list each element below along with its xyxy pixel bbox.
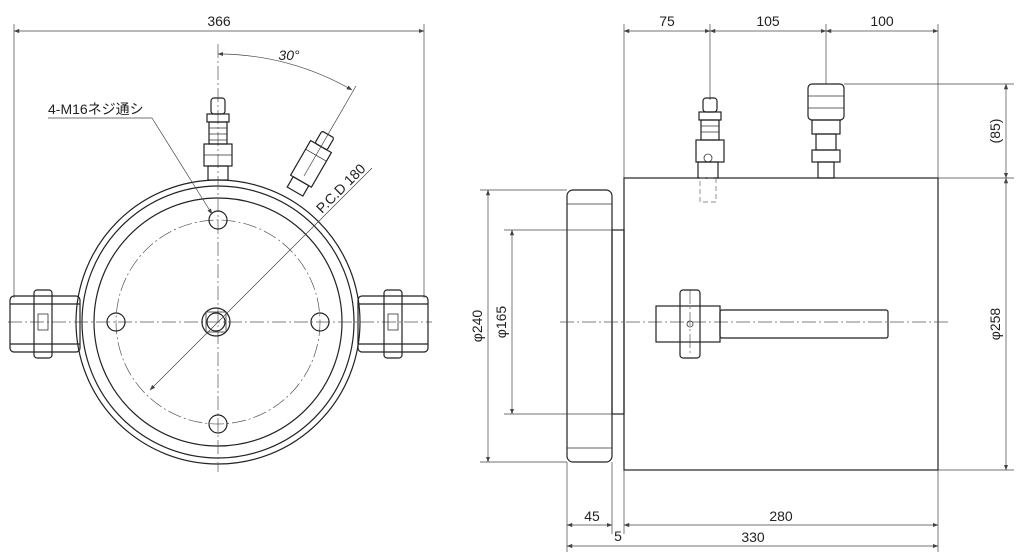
bolt-hole-bottom: [208, 414, 228, 434]
side-right-fitting: [807, 83, 845, 179]
front-view: 366: [8, 13, 432, 472]
total-330-label: 330: [741, 529, 765, 545]
dia-165-label: φ165: [493, 306, 509, 339]
holes-note-leader: [151, 117, 213, 215]
angle-arc: [217, 51, 353, 91]
holes-note-label: 4-M16ネジ通シ: [48, 101, 144, 117]
gap-5-label: 5: [614, 528, 622, 544]
left-bracket: [9, 289, 81, 359]
pcd-leader-line: [149, 167, 373, 391]
pcd-label: P.C.D 180: [313, 160, 369, 216]
overall-width-label: 366: [207, 13, 231, 29]
seg-1-label: 75: [659, 13, 675, 29]
center-hub-hex: [205, 311, 227, 333]
bolt-hole-right: [310, 312, 330, 332]
bolt-hole-top: [208, 210, 228, 230]
side-rod: [719, 309, 889, 339]
height-85-label: (85): [987, 119, 1003, 144]
center-hub-inner: [206, 312, 226, 332]
side-left-fitting: [695, 97, 725, 203]
seg-3-label: 100: [870, 13, 894, 29]
angle-label: 30°: [278, 47, 300, 63]
body-280-label: 280: [769, 508, 793, 524]
center-hub-outer: [201, 307, 231, 337]
side-view: 75 105 100: [469, 13, 1014, 552]
bolt-hole-left: [106, 312, 126, 332]
dia-240-label: φ240: [469, 310, 485, 343]
side-body: [623, 177, 939, 471]
top-fitting: [203, 97, 233, 181]
seg-2-label: 105: [756, 13, 780, 29]
side-rod-bracket: [655, 305, 721, 343]
right-bracket: [357, 289, 429, 359]
dia-258-label: φ258: [987, 308, 1003, 341]
angle-radial-line: [303, 85, 357, 177]
flange-45-label: 45: [584, 508, 600, 524]
side-flange: [566, 189, 613, 463]
